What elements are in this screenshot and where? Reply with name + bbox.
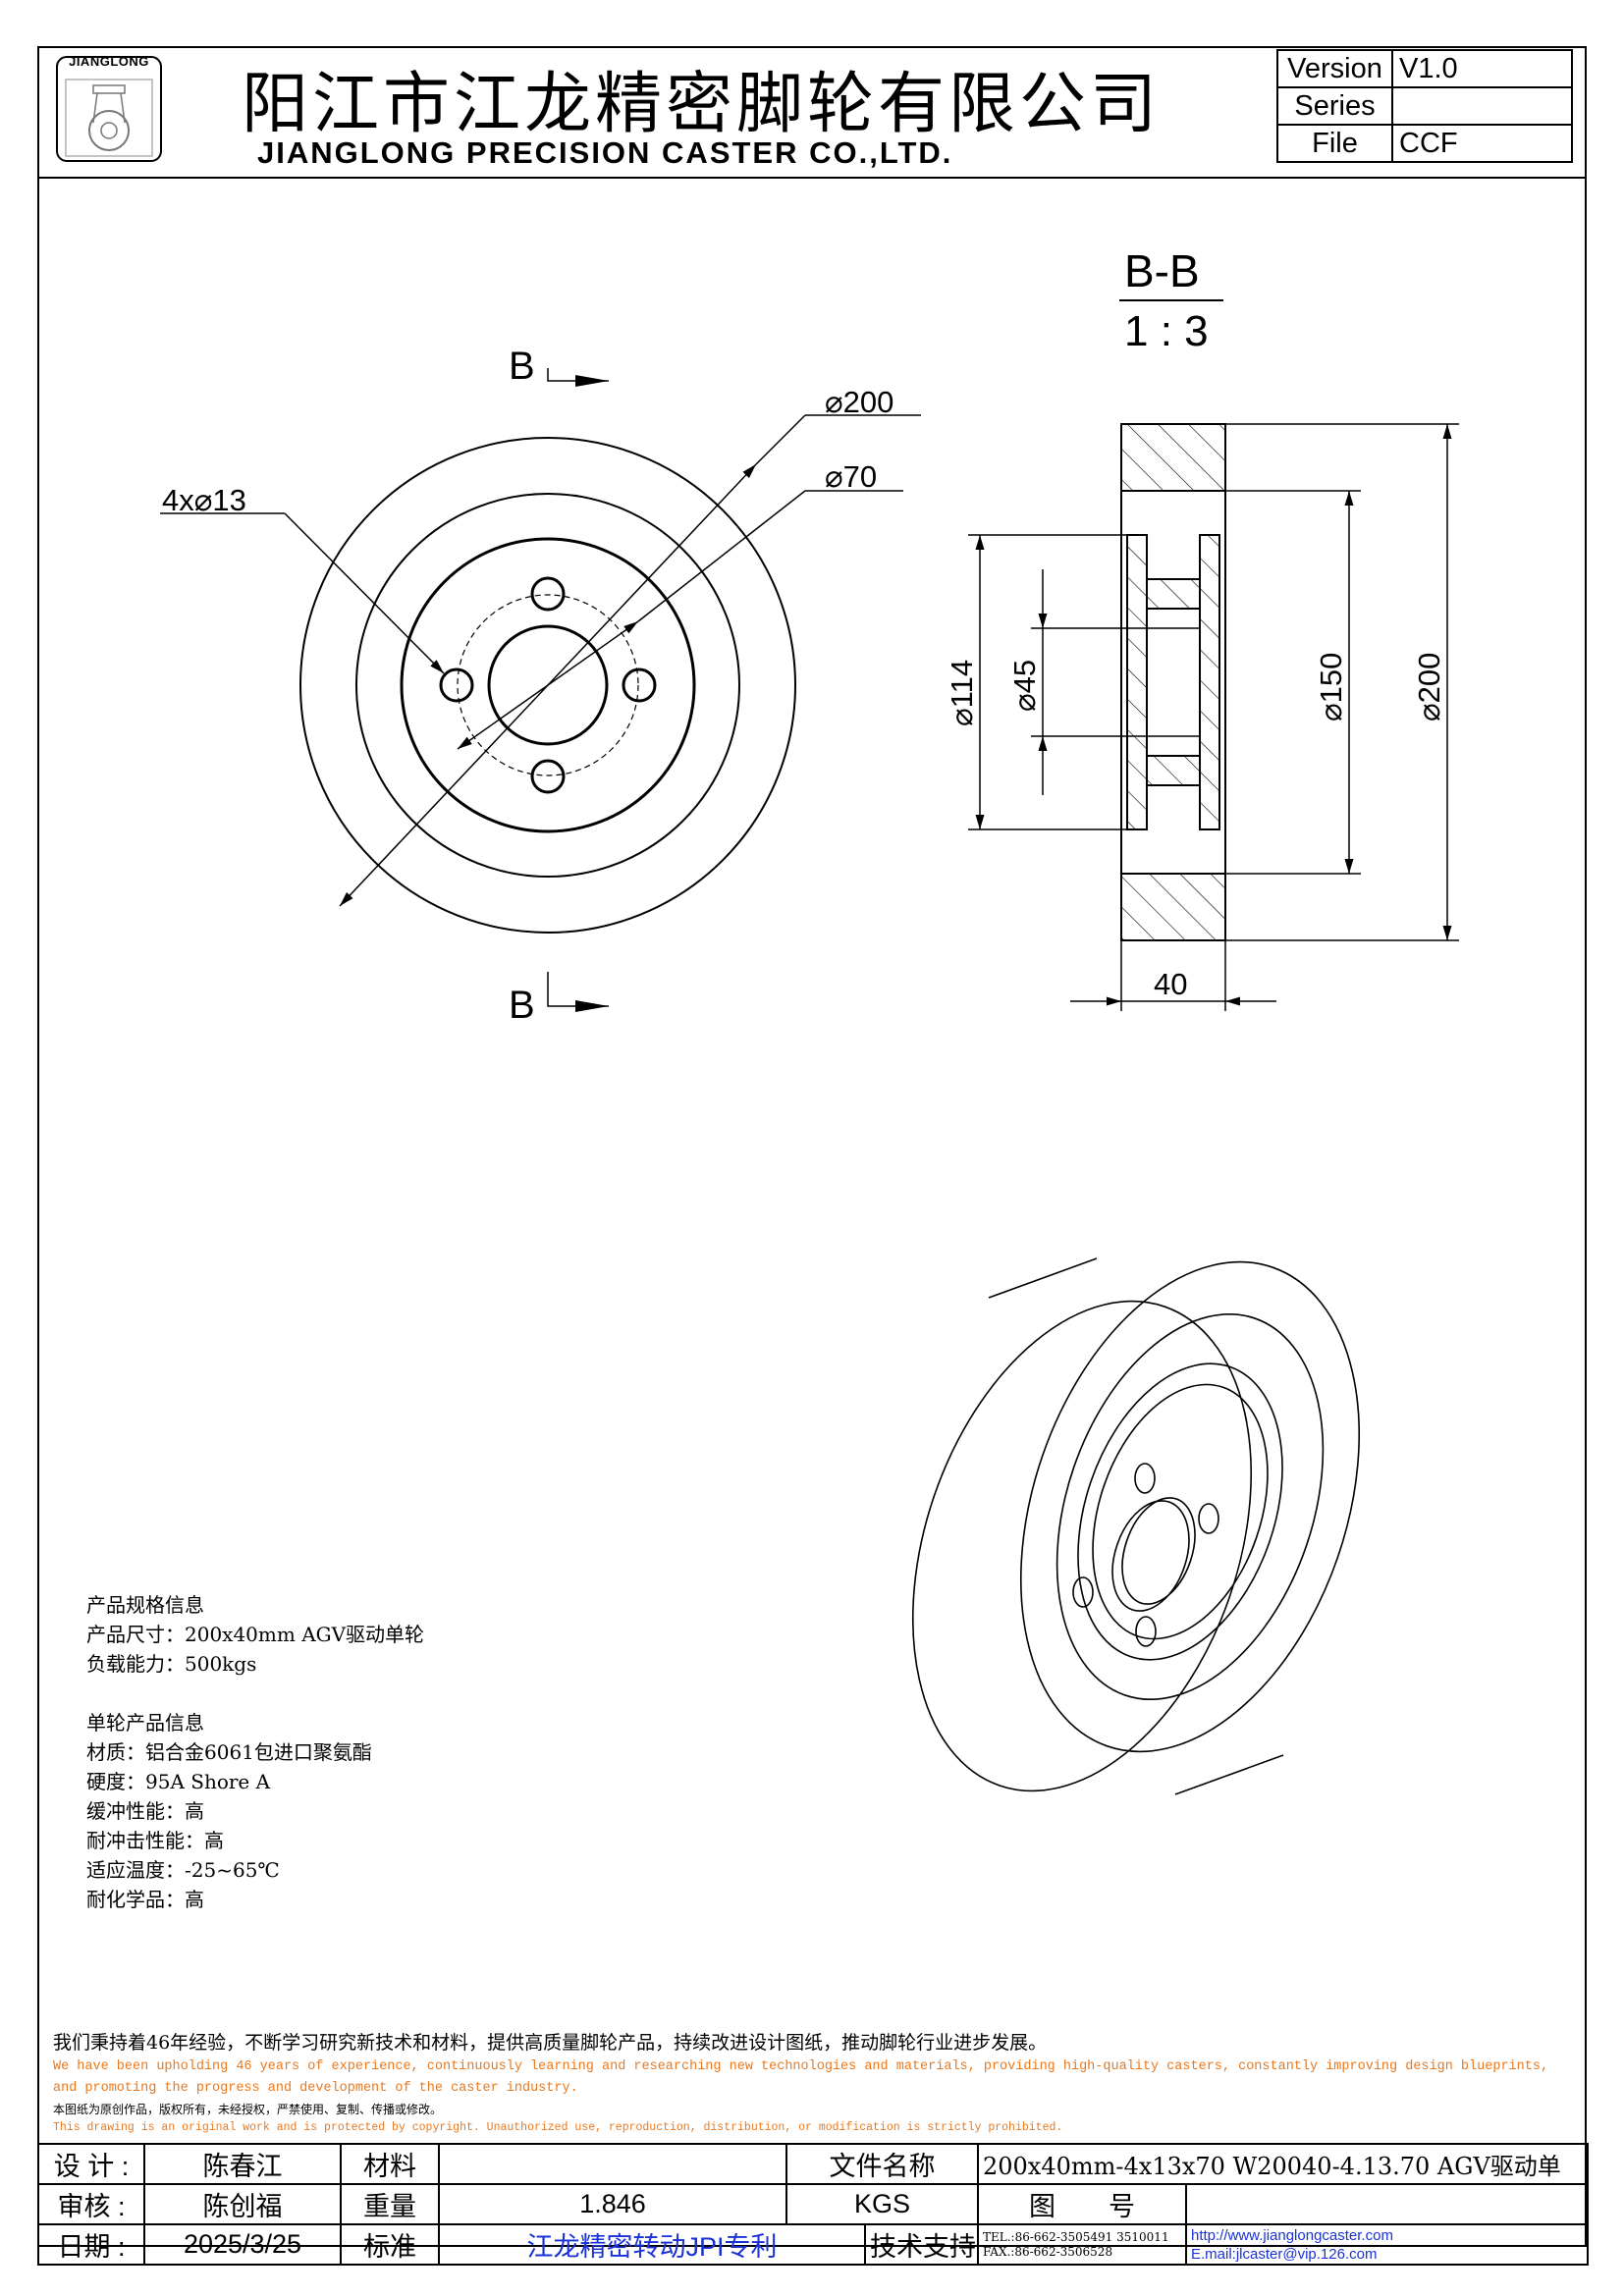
bolt-hole-right — [622, 667, 657, 703]
copyright-en: This drawing is an original work and is … — [53, 2121, 1063, 2134]
spec-impact: 耐冲击性能：高 — [86, 1829, 224, 1852]
meta-key: Version — [1276, 49, 1393, 88]
commitment-en-1: We have been upholding 46 years of exper… — [53, 2059, 1549, 2074]
legal-notes: 我们秉持着46年经验，不断学习研究新技术和材料，提供高质量脚轮产品，持续改进设计… — [53, 2030, 1585, 2137]
cut-label-top: B — [509, 345, 535, 388]
commitment-en-2: and promoting the progress and developme… — [53, 2081, 578, 2096]
specs-heading: 产品规格信息 — [86, 1593, 204, 1617]
isometric-view — [911, 1257, 1361, 1795]
cut-label-bottom: B — [509, 984, 535, 1027]
dim-width: 40 — [1154, 967, 1187, 1001]
company-name-cn: 阳江市江龙精密脚轮有限公司 — [242, 66, 1162, 143]
outer-circle — [299, 437, 796, 934]
company-name-en: JIANGLONG PRECISION CASTER CO.,LTD. — [257, 135, 953, 170]
front-view — [160, 368, 921, 1007]
section-scale: 1 : 3 — [1124, 307, 1209, 355]
support-label: 技术支持 — [864, 2223, 979, 2266]
meta-key: File — [1276, 124, 1393, 163]
drawing-number-label: 图 号 — [977, 2183, 1187, 2225]
spec-size: 产品尺寸：200x40mm AGV驱动单轮 — [86, 1623, 425, 1646]
spec-cushion: 缓冲性能：高 — [86, 1799, 204, 1823]
design-label: 设 计 : — [37, 2143, 145, 2185]
spec-material: 材质：铝合金6061包进口聚氨酯 — [86, 1740, 372, 1764]
dim-rim: ⌀150 — [1314, 653, 1348, 721]
title-row-review: 审核 : 陈创福 重量 1.846 KGS 图 号 — [37, 2183, 1589, 2225]
dim-hub: ⌀114 — [945, 660, 979, 726]
wheel-heading: 单轮产品信息 — [86, 1711, 204, 1735]
date-value: 2025/3/25 — [143, 2223, 342, 2266]
filename-value: 200x40mm-4x13x70 W20040-4.13.70 AGV驱动单 — [977, 2143, 1589, 2185]
weight-value: 1.846 — [438, 2183, 787, 2225]
revision-row-series: Series — [1276, 86, 1573, 126]
dim-bore: ⌀45 — [1007, 660, 1042, 712]
product-specs: 产品规格信息产品尺寸：200x40mm AGV驱动单轮负载能力：500kgs 单轮… — [86, 1561, 424, 1944]
material-label: 材料 — [340, 2143, 440, 2185]
revision-row-version: Version V1.0 — [1276, 49, 1573, 88]
weight-label: 重量 — [340, 2183, 440, 2225]
revision-row-file: File CCF — [1276, 124, 1573, 163]
section-label: B-B — [1124, 245, 1200, 296]
material-value — [438, 2143, 787, 2185]
tel: TEL.:86-662-3505491 3510011 — [983, 2229, 1169, 2244]
spec-chemical: 耐化学品：高 — [86, 1888, 204, 1911]
commitment-cn: 我们秉持着46年经验，不断学习研究新技术和材料，提供高质量脚轮产品，持续改进设计… — [53, 2032, 1048, 2054]
header-divider — [37, 177, 1587, 179]
section-view — [1120, 423, 1226, 941]
revision-table: Version V1.0 Series File CCF — [1276, 49, 1573, 163]
bolt-hole-left — [439, 667, 474, 703]
title-row-date: 日期 : 2025/3/25 标准 江龙精密转动JPI专利 技术支持 TEL.:… — [37, 2223, 1589, 2266]
meta-value: CCF — [1391, 124, 1573, 163]
fax: FAX.:86-662-3506528 — [983, 2244, 1113, 2259]
meta-value — [1391, 86, 1573, 126]
bolt-hole-top — [530, 576, 566, 612]
spec-hardness: 硬度：95A Shore A — [86, 1770, 271, 1793]
website-link[interactable]: http://www.jianglongcaster.com — [1191, 2226, 1393, 2244]
email-link[interactable]: E.mail:jlcaster@vip.126.com — [1191, 2245, 1378, 2263]
title-block: 设 计 : 陈春江 材料 文件名称 200x40mm-4x13x70 W2004… — [37, 2143, 1589, 2266]
date-label: 日期 : — [37, 2223, 145, 2266]
bolt-hole-bottom — [530, 759, 566, 794]
review-label: 审核 : — [37, 2183, 145, 2225]
weight-unit: KGS — [785, 2183, 979, 2225]
spec-load: 负载能力：500kgs — [86, 1652, 257, 1676]
company-logo-icon — [56, 56, 162, 162]
standard-value: 江龙精密转动JPI专利 — [438, 2223, 866, 2266]
standard-label: 标准 — [340, 2223, 440, 2266]
designer-name: 陈春江 — [143, 2143, 342, 2185]
spec-temperature: 适应温度：-25~65℃ — [86, 1858, 280, 1882]
reviewer-name: 陈创福 — [143, 2183, 342, 2225]
drawing-number-value — [1185, 2183, 1589, 2225]
dim-outer-section: ⌀200 — [1412, 653, 1446, 721]
dim-pcd: ⌀70 — [825, 459, 877, 494]
filename-label: 文件名称 — [785, 2143, 979, 2185]
dim-holes: 4x⌀13 — [162, 483, 246, 517]
dim-outer-front: ⌀200 — [825, 385, 893, 419]
meta-key: Series — [1276, 86, 1393, 126]
title-row-design: 设 计 : 陈春江 材料 文件名称 200x40mm-4x13x70 W2004… — [37, 2143, 1589, 2185]
meta-value: V1.0 — [1391, 49, 1573, 88]
copyright-cn: 本图纸为原创作品，版权所有，未经授权，严禁使用、复制、传播或修改。 — [53, 2103, 443, 2116]
logo-label: JIANGLONG — [69, 54, 149, 69]
